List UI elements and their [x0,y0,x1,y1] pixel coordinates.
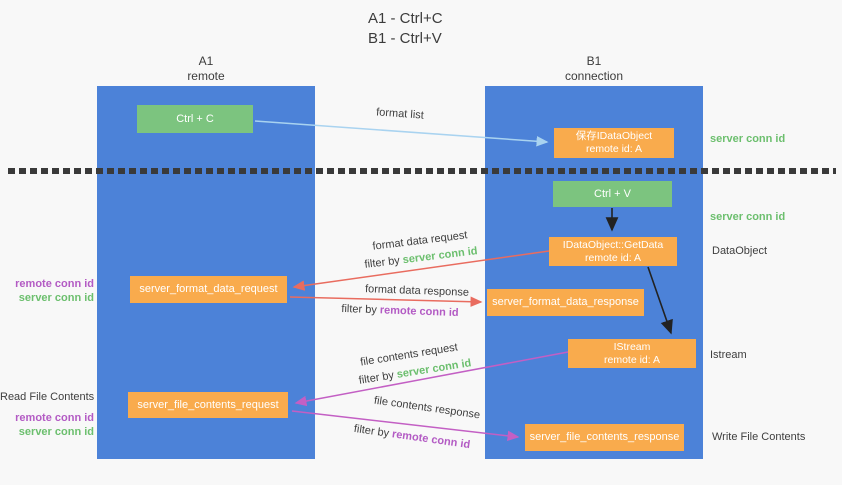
ctrl-c-label: Ctrl + C [176,112,214,125]
getdata-subtitle: remote id: A [584,251,642,264]
lifeline-b1-role: connection [564,69,624,83]
server-file-contents-request-label: server_file_contents_request [137,398,279,411]
istream-subtitle: remote id: A [603,353,661,366]
format-data-response-label: format data response [364,283,470,299]
phase-separator-dotted-line [8,168,836,174]
file-contents-response-label: file contents response [373,394,481,422]
server-conn-id-text: server conn id [402,245,479,267]
istream-annotation: Istream [710,349,747,361]
ctrl-v-label: Ctrl + V [594,187,631,200]
server-conn-id-annotation: server conn id [18,426,94,438]
title-line-2: B1 - Ctrl+V [368,30,442,47]
getdata-node: IDataObject::GetData remote id: A [549,237,677,266]
diagram-title: A1 - Ctrl+C B1 - Ctrl+V [368,9,443,49]
left-annotations-bottom: Read File Contents remote conn id server… [0,390,94,439]
dataobject-annotation: DataObject [712,245,768,257]
getdata-title: IDataObject::GetData [562,238,664,251]
remote-conn-id-annotation: remote conn id [15,278,94,290]
server-file-contents-request-node: server_file_contents_request [128,392,288,418]
lifeline-header-a1: A1 remote [97,54,315,84]
save-idataobject-node: 保存IDataObject remote id: A [554,128,674,158]
format-list-label: format list [375,106,425,122]
lifeline-b1-name: B1 [586,54,602,68]
istream-title: IStream [613,340,651,353]
save-idataobject-title: 保存IDataObject [575,130,653,142]
remote-conn-id-text: remote conn id [391,428,471,452]
ctrl-v-node: Ctrl + V [553,181,672,207]
left-conn-id-annotations-top: remote conn id server conn id [0,277,94,305]
lifeline-a1-name: A1 [198,54,214,68]
server-conn-id-annotation-mid: server conn id [710,211,786,223]
filter-by-text: filter by [353,422,390,440]
istream-node: IStream remote id: A [568,339,696,368]
filter-by-text: filter by [357,369,395,387]
write-file-contents-annotation: Write File Contents [712,431,806,443]
server-format-data-response-label: server_format_data_response [492,296,639,308]
remote-conn-id-text: remote conn id [379,304,459,320]
save-idataobject-subtitle: remote id: A [585,143,643,155]
filter-by-text: filter by [363,254,401,271]
server-format-data-request-label: server_format_data_request [139,283,278,295]
lifeline-header-b1: B1 connection [485,54,703,84]
server-conn-id-annotation-top: server conn id [710,133,786,145]
filter-by-text: filter by [341,302,378,317]
server-format-data-response-node: server_format_data_response [487,289,644,316]
server-file-contents-response-label: server_file_contents_response [529,431,680,443]
title-line-1: A1 - Ctrl+C [368,10,443,27]
ctrl-c-node: Ctrl + C [137,105,253,133]
remote-conn-id-annotation: remote conn id [15,412,94,424]
filter-by-remote-conn-id-label-2: filter byremote conn id [353,423,471,451]
read-file-contents-annotation: Read File Contents [0,391,95,403]
server-file-contents-response-node: server_file_contents_response [525,424,684,451]
server-conn-id-annotation: server conn id [18,292,94,304]
lifeline-a1-role: remote [187,69,225,83]
server-format-data-request-node: server_format_data_request [130,276,287,303]
